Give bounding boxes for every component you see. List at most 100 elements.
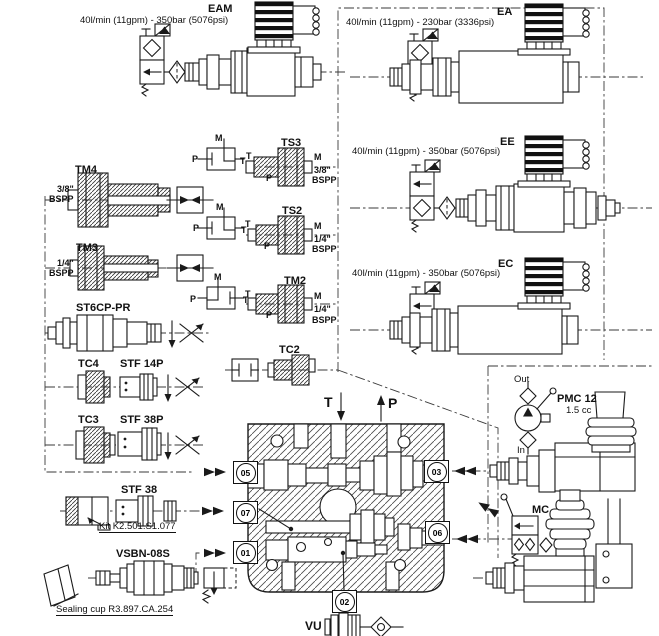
tm2-p: P bbox=[266, 310, 273, 320]
sym1-m: M bbox=[215, 133, 223, 143]
port-badge-02: 02 bbox=[332, 590, 357, 613]
pmc12-label: PMC 12 bbox=[557, 393, 597, 405]
stf38-drawing bbox=[65, 495, 177, 531]
pmc-in-label: In bbox=[517, 445, 525, 456]
vsbn-label: VSBN-08S bbox=[116, 548, 170, 560]
tm3-label: TM3 bbox=[76, 242, 98, 254]
ts2-fitting-drawing bbox=[247, 215, 313, 255]
port-number-05: 05 bbox=[235, 462, 256, 483]
port-badge-05: 05 bbox=[233, 461, 258, 484]
sealing-cup-note: Sealing cup R3.897.CA.254 bbox=[56, 604, 174, 616]
port-number-06: 06 bbox=[427, 522, 448, 543]
tm2-size: 1/4" bbox=[314, 304, 331, 314]
pmc-out-label: Out bbox=[514, 374, 530, 385]
tm3-orifice-symbol bbox=[166, 254, 214, 282]
tm2-fitting-drawing bbox=[247, 284, 313, 324]
port-badge-07: 07 bbox=[233, 501, 258, 524]
ea-label: EA bbox=[497, 6, 513, 18]
eam-coil bbox=[247, 1, 320, 54]
stf14p-label: STF 14P bbox=[120, 358, 164, 370]
ts2-t: T bbox=[245, 219, 251, 229]
tm3-fitting-drawing bbox=[69, 245, 214, 291]
ts3-m: M bbox=[314, 152, 322, 162]
ts2-label: TS2 bbox=[282, 205, 303, 217]
tm4-orifice-symbol bbox=[166, 186, 214, 214]
tm4-size: 3/8" bbox=[57, 184, 74, 194]
ee-solenoid-valve-symbol bbox=[410, 160, 455, 232]
sym3-m: M bbox=[214, 272, 222, 282]
stf38p-label: STF 38P bbox=[120, 414, 164, 426]
tc4-throttle-symbol bbox=[163, 374, 200, 403]
tc3-label: TC3 bbox=[78, 414, 99, 426]
ts3-thread: BSPP bbox=[312, 175, 337, 185]
sym2-t: T bbox=[241, 225, 247, 235]
tc3-throttle-symbol bbox=[163, 432, 200, 461]
port-number-07: 07 bbox=[235, 502, 256, 523]
ts3-fitting-drawing bbox=[245, 147, 313, 187]
ts2-thread: BSPP bbox=[312, 244, 337, 254]
ec-spec: 40l/min (11gpm) - 350bar (5076psi) bbox=[352, 268, 501, 279]
ec-label: EC bbox=[498, 258, 514, 270]
vu-drawing bbox=[324, 612, 404, 636]
port-badge-01: 01 bbox=[233, 541, 258, 564]
tm4-thread: BSPP bbox=[49, 194, 74, 204]
ts3-t: T bbox=[246, 151, 252, 161]
pmc12-displacement: 1.5 cc bbox=[566, 405, 592, 416]
ts2-p: P bbox=[264, 241, 271, 251]
tm4-label: TM4 bbox=[75, 164, 97, 176]
stf38-label: STF 38 bbox=[121, 484, 158, 496]
eam-solenoid-valve-symbol bbox=[140, 24, 185, 96]
tc4-label: TC4 bbox=[78, 358, 99, 370]
st6cp-pr-label: ST6CP-PR bbox=[76, 302, 131, 314]
sym1-p: P bbox=[192, 154, 199, 164]
eam-label: EAM bbox=[208, 3, 233, 15]
vsbn-08s-drawing bbox=[43, 560, 237, 607]
eam-spec: 40l/min (11gpm) - 350bar (5076psi) bbox=[80, 15, 229, 26]
ee-label: EE bbox=[500, 136, 515, 148]
stf38-kit-note: Kit K2.501.S1.077 bbox=[99, 521, 176, 533]
eam-valve-drawing bbox=[140, 1, 322, 97]
ee-spec: 40l/min (11gpm) - 350bar (5076psi) bbox=[352, 146, 501, 157]
ts3-p: P bbox=[266, 173, 273, 183]
pmc12-drawing bbox=[489, 381, 637, 493]
port-number-03: 03 bbox=[426, 461, 447, 482]
sym3-p: P bbox=[190, 294, 197, 304]
ea-coil bbox=[517, 3, 590, 56]
tm3-size: 1/4" bbox=[57, 258, 74, 268]
tm4-fitting-drawing bbox=[67, 172, 214, 228]
sym2-p: P bbox=[193, 223, 200, 233]
ts3-size: 3/8" bbox=[314, 165, 331, 175]
sym3-t: T bbox=[243, 295, 249, 305]
ec-valve-drawing bbox=[389, 257, 590, 355]
port-badge-06: 06 bbox=[425, 521, 450, 544]
tm2-label: TM2 bbox=[284, 275, 306, 287]
vu-label: VU bbox=[305, 619, 322, 633]
tm2-m: M bbox=[314, 291, 322, 301]
ts3-test-point-symbol bbox=[197, 138, 245, 171]
ts2-size: 1/4" bbox=[314, 234, 331, 244]
ea-valve-drawing bbox=[389, 3, 590, 104]
ts2-test-point-symbol bbox=[197, 207, 245, 240]
sym2-m: M bbox=[216, 202, 224, 212]
sym1-t: T bbox=[240, 156, 246, 166]
ts2-m: M bbox=[314, 221, 322, 231]
ea-spec: 40l/min (11gpm) - 230bar (3336psi) bbox=[346, 17, 495, 28]
port-number-02: 02 bbox=[334, 591, 355, 612]
mc-label: MC bbox=[532, 504, 550, 516]
manifold-t-label: T bbox=[324, 394, 333, 410]
st6cp-pr-drawing bbox=[47, 314, 204, 352]
ec-coil bbox=[517, 257, 590, 310]
port-number-01: 01 bbox=[235, 542, 256, 563]
port-badge-03: 03 bbox=[424, 460, 449, 483]
tm3-thread: BSPP bbox=[49, 268, 74, 278]
st6cp-throttle-symbol bbox=[167, 320, 204, 349]
tc2-label: TC2 bbox=[279, 344, 300, 356]
flow-arrows bbox=[202, 392, 500, 591]
tc4-stf14p-drawing bbox=[77, 370, 200, 404]
tm2-test-point-symbol bbox=[197, 277, 245, 310]
ts3-label: TS3 bbox=[281, 137, 302, 149]
manifold-block-drawing bbox=[247, 423, 445, 593]
tc2-drawing bbox=[231, 354, 316, 386]
